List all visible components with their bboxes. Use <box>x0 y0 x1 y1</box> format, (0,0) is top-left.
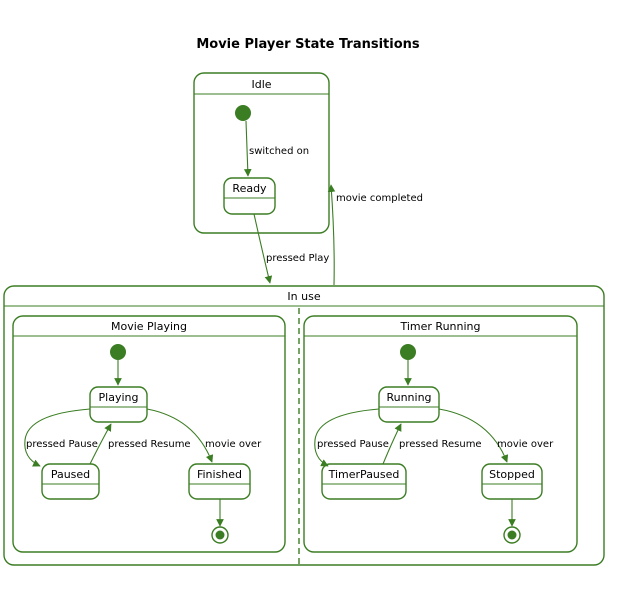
state-stopped: Stopped <box>481 463 543 500</box>
state-paused: Paused <box>41 463 100 500</box>
state-timer-paused-label: TimerPaused <box>328 468 400 481</box>
state-stopped-label: Stopped <box>489 468 535 481</box>
state-playing-box <box>89 386 148 423</box>
state-finished: Finished <box>188 463 251 500</box>
movie-playing-initial-state <box>110 344 126 360</box>
edge-mp-pressed-pause <box>24 408 91 467</box>
state-running-box <box>378 386 440 423</box>
state-running-label: Running <box>386 391 431 404</box>
state-timer-running-label: Timer Running <box>399 320 480 333</box>
edge-tr-pressed-pause <box>314 408 380 467</box>
state-paused-box <box>41 463 100 500</box>
state-running: Running <box>378 386 440 423</box>
label-switched-on: switched on <box>249 146 309 157</box>
label-tr-pressed-resume: pressed Resume <box>399 439 482 450</box>
edge-pressed-play <box>253 213 273 284</box>
idle-initial-state <box>235 105 251 121</box>
label-tr-pressed-pause: pressed Pause <box>317 439 389 450</box>
label-mp-pressed-resume: pressed Resume <box>108 439 191 450</box>
label-pressed-play: pressed Play <box>266 253 329 264</box>
state-paused-label: Paused <box>51 468 90 481</box>
timer-running-final-state-core <box>507 530 517 540</box>
edge-mp-movie-over <box>146 408 214 463</box>
state-in-use-label: In use <box>287 290 320 303</box>
label-mp-pressed-pause: pressed Pause <box>26 439 98 450</box>
state-playing-label: Playing <box>99 391 139 404</box>
state-movie-playing-label: Movie Playing <box>111 320 187 333</box>
edge-tr-movie-over <box>438 408 509 463</box>
state-timer-running: Timer Running <box>303 315 578 553</box>
edge-tr-pressed-resume <box>382 423 402 465</box>
state-timer-running-box <box>303 315 578 553</box>
edge-switched-on <box>243 120 252 177</box>
state-ready: Ready <box>223 177 276 215</box>
timer-running-initial-state <box>400 344 416 360</box>
label-movie-completed: movie completed <box>336 193 423 204</box>
state-timer-paused-box <box>321 463 407 500</box>
state-ready-label: Ready <box>232 182 267 195</box>
state-movie-playing-box <box>12 315 286 553</box>
state-ready-box <box>223 177 276 215</box>
state-playing: Playing <box>89 386 148 423</box>
state-finished-label: Finished <box>197 468 242 481</box>
state-idle-label: Idle <box>251 78 271 91</box>
edge-mp-pressed-resume <box>89 423 112 465</box>
edge-movie-completed <box>327 184 336 286</box>
movie-playing-final-state-core <box>215 530 225 540</box>
diagram-title: Movie Player State Transitions <box>196 37 420 52</box>
state-timer-paused: TimerPaused <box>321 463 407 500</box>
state-movie-playing: Movie Playing <box>12 315 286 553</box>
label-tr-movie-over: movie over <box>497 439 554 450</box>
label-mp-movie-over: movie over <box>205 439 262 450</box>
